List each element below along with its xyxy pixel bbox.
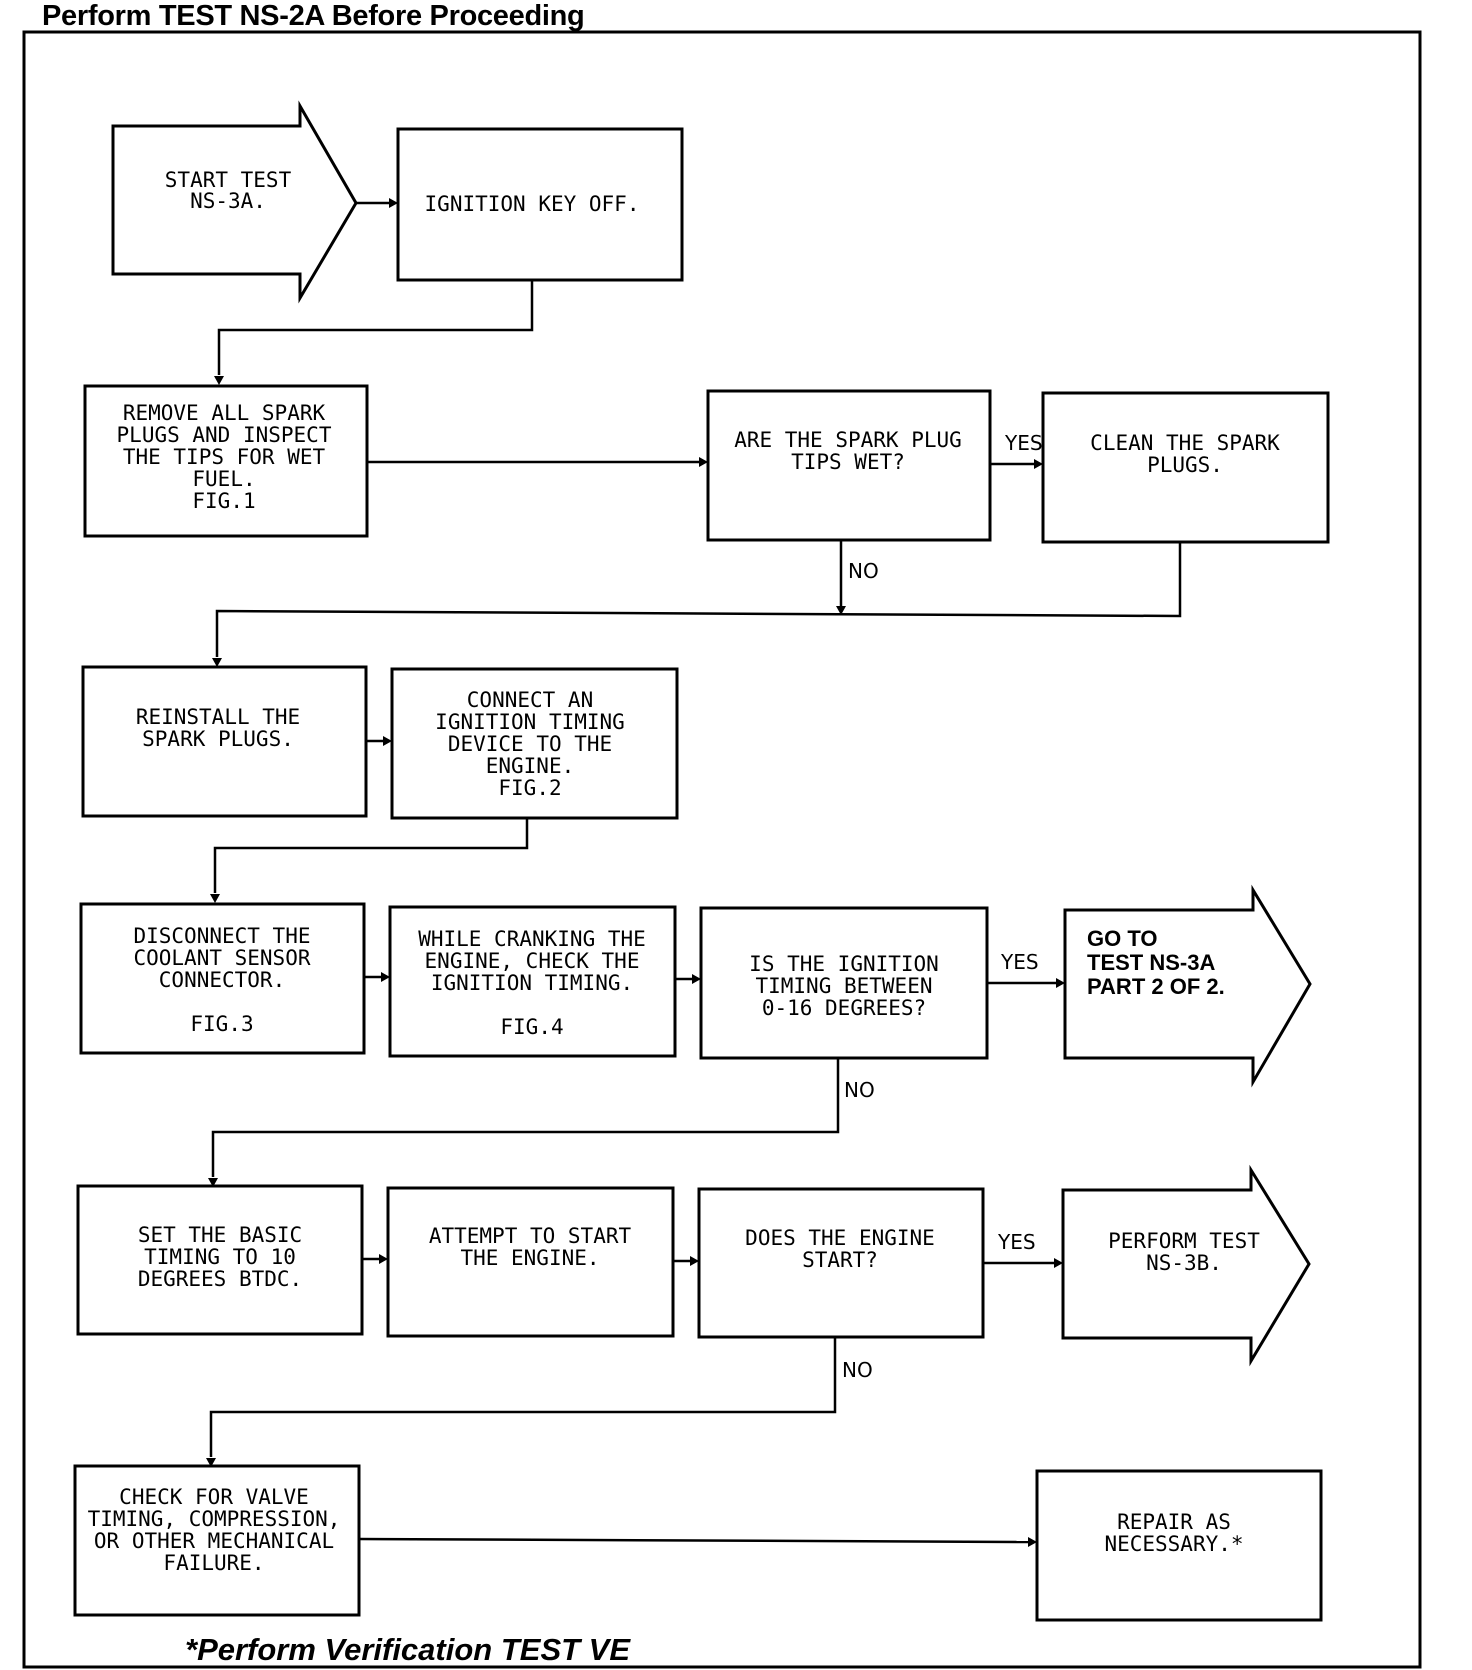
node-text-disconnect-sensor: FIG.3 [190,1012,253,1036]
node-text-set-timing: DEGREES BTDC. [138,1267,302,1291]
node-text-goto-part2: GO TO [1087,926,1158,951]
arrowhead [381,972,390,982]
arrowhead [379,1254,388,1264]
node-start-test [111,100,358,304]
outer-frame [22,30,1422,1669]
node-text-reinstall: REINSTALL THE [136,705,300,729]
node-text-start: NS-3A. [190,189,266,213]
node-text-reinstall: SPARK PLUGS. [142,727,294,751]
arrowhead [690,1256,699,1266]
node-timing-between-decision [699,906,989,1060]
edge-connect-disconnect [213,818,529,893]
arrowhead [1054,1258,1063,1268]
node-text-engine-start: DOES THE ENGINE [745,1226,935,1250]
node-text-disconnect-sensor: COOLANT SENSOR [133,946,310,970]
node-text-check-valve: CHECK FOR VALVE [119,1485,309,1509]
node-text-connect-timing: ENGINE. [486,754,575,778]
node-text-timing-between: 0-16 DEGREES? [762,996,926,1020]
node-text-repair: NECESSARY.* [1104,1532,1243,1556]
edge-enginestart-no [209,1337,837,1457]
label-no-start: NO [842,1358,873,1382]
arrowhead [206,1458,216,1467]
edge-check-repair [358,1537,1030,1544]
node-text-disconnect-sensor: DISCONNECT THE [133,924,310,948]
arrowhead [208,1178,218,1187]
node-text-check-timing: FIG.4 [500,1015,563,1039]
node-text-check-timing: WHILE CRANKING THE [418,927,646,951]
connectors [206,198,1182,1547]
node-text-clean-plugs: PLUGS. [1147,453,1223,477]
arrowhead [1056,978,1065,988]
node-text-remove-plugs: PLUGS AND INSPECT [117,423,332,447]
node-text-remove-plugs: FUEL. [192,467,255,491]
page-footer: *Perform Verification TEST VE [185,1632,631,1667]
arrowhead [692,974,701,984]
arrowhead [836,606,846,615]
node-text-perform-3b: NS-3B. [1146,1251,1222,1275]
node-text-check-valve: FAILURE. [163,1551,264,1575]
node-ignition-key-off [396,127,684,282]
node-perform-ns3b [1061,1164,1311,1367]
node-text-tips-wet: ARE THE SPARK PLUG [734,428,962,452]
label-yes-timing: YES [1000,950,1039,974]
node-tips-wet-decision [706,389,992,542]
edge-ignition-remove [217,280,534,375]
node-check-valve-timing [73,1464,361,1617]
label-no-timing: NO [844,1078,875,1102]
arrowhead [1034,459,1043,469]
edge-clean-merge [215,542,1182,657]
node-text-goto-part2: PART 2 OF 2. [1087,974,1225,999]
node-repair-as-necessary [1035,1469,1323,1622]
node-text-tips-wet: TIPS WET? [791,450,905,474]
node-text-timing-between: TIMING BETWEEN [755,974,932,998]
node-text-check-timing: IGNITION TIMING. [431,971,633,995]
node-text-repair: REPAIR AS [1117,1510,1231,1534]
node-text-remove-plugs: FIG.1 [192,489,255,513]
node-connect-timing-device [390,667,679,820]
node-text-timing-between: IS THE IGNITION [749,952,939,976]
label-yes-tips: YES [1004,431,1043,455]
node-text-goto-part2: TEST NS-3A [1087,950,1215,975]
node-disconnect-coolant-sensor [79,902,366,1055]
node-text-start: START TEST [165,168,292,192]
node-text-disconnect-sensor: CONNECTOR. [159,968,285,992]
node-text-check-valve: TIMING, COMPRESSION, [88,1507,341,1531]
node-text-set-timing: TIMING TO 10 [144,1245,296,1269]
node-text-connect-timing: DEVICE TO THE [448,732,612,756]
node-text-connect-timing: CONNECT AN [467,688,593,712]
node-remove-spark-plugs [83,384,369,538]
node-text-perform-3b: PERFORM TEST [1108,1229,1260,1253]
node-goto-ns3a-part2 [1063,884,1312,1088]
node-text-check-valve: OR OTHER MECHANICAL [94,1529,334,1553]
arrowhead [383,736,392,746]
node-text-remove-plugs: THE TIPS FOR WET [123,445,326,469]
node-clean-spark-plugs [1041,391,1330,544]
node-text-remove-plugs: REMOVE ALL SPARK [123,401,326,425]
node-engine-start-decision [697,1187,985,1339]
node-reinstall-plugs [81,665,368,818]
node-text-attempt-start: ATTEMPT TO START [429,1224,632,1248]
node-text-set-timing: SET THE BASIC [138,1223,302,1247]
arrowhead [389,198,398,208]
label-yes-start: YES [997,1230,1036,1254]
node-text-engine-start: START? [802,1248,878,1272]
label-no-tips: NO [848,559,879,583]
node-text-ignition-off: IGNITION KEY OFF. [425,192,640,216]
arrowhead [212,658,222,667]
node-text-connect-timing: IGNITION TIMING [435,710,625,734]
page-header: Perform TEST NS-2A Before Proceeding [42,0,585,32]
edge-between-no [211,1058,840,1177]
arrowhead [210,894,220,903]
node-text-connect-timing: FIG.2 [498,776,561,800]
node-text-check-timing: ENGINE, CHECK THE [425,949,640,973]
arrowhead [214,376,224,385]
arrowhead [699,457,708,467]
node-attempt-start [386,1186,675,1338]
node-text-clean-plugs: CLEAN THE SPARK [1090,431,1280,455]
arrowhead [1028,1537,1037,1547]
node-set-basic-timing [76,1184,364,1336]
node-check-ignition-timing [388,905,677,1058]
node-text-attempt-start: THE ENGINE. [460,1246,599,1270]
